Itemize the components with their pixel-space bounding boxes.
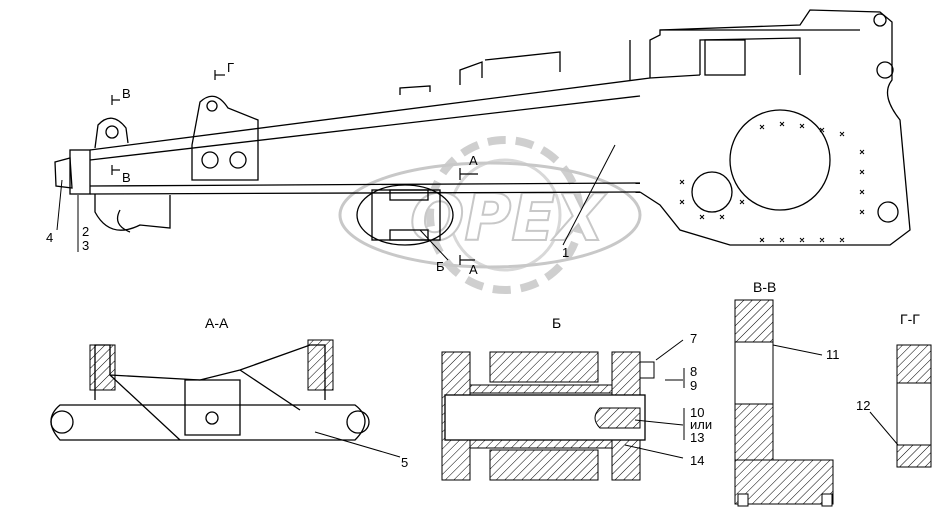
section-mark-v-top: В: [122, 86, 131, 101]
leader-5: [314, 431, 401, 458]
aa-hatch-right: [307, 339, 334, 391]
callout-3: 3: [82, 238, 89, 253]
section-mark-g: Г: [227, 60, 234, 75]
section-markers: [111, 70, 478, 265]
leader-12: [869, 411, 899, 446]
view-b: [441, 351, 655, 481]
section-mark-a-top: А: [469, 153, 478, 168]
view-title-aa: А-А: [205, 315, 229, 331]
callout-8: 8: [690, 364, 697, 379]
aa-hatch-left: [89, 344, 116, 391]
watermark-logo: OPEX: [338, 136, 642, 294]
callout-1: 1: [562, 245, 569, 260]
callout-10: 10: [690, 405, 704, 420]
section-mark-a-bottom: А: [469, 262, 478, 277]
watermark-text: OPEX: [410, 182, 607, 256]
view-vv: [734, 299, 834, 507]
callout-11: 11: [826, 347, 840, 362]
callout-2: 2: [82, 224, 89, 239]
weld-marks: [679, 121, 865, 243]
view-title-b: Б: [552, 315, 561, 331]
callout-4: 4: [46, 230, 53, 245]
leader-lines-b: [624, 339, 685, 459]
section-mark-v-bottom: В: [122, 170, 131, 185]
callout-ili: или: [690, 417, 712, 432]
leader-11: [772, 344, 823, 356]
callout-12: 12: [856, 398, 870, 413]
boom-main-view: [54, 9, 911, 246]
view-title-vv: В-В: [753, 279, 776, 295]
callout-5: 5: [401, 455, 408, 470]
view-gg: [896, 344, 932, 468]
leader-lines-main: [56, 144, 616, 261]
section-mark-b: Б: [436, 259, 445, 274]
view-title-gg: Г-Г: [900, 311, 920, 327]
callout-13: 13: [690, 430, 704, 445]
callout-9: 9: [690, 378, 697, 393]
callout-7: 7: [690, 331, 697, 346]
callout-14: 14: [690, 453, 704, 468]
